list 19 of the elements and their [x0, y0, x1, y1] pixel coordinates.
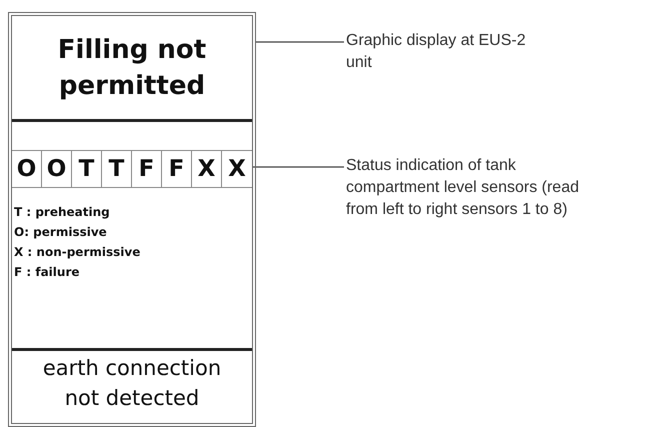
status-cell: X — [192, 151, 222, 187]
status-cell: F — [132, 151, 162, 187]
callout-text: Graphic display at EUS-2 unit — [346, 31, 526, 73]
status-cell: F — [162, 151, 192, 187]
status-cell: T — [102, 151, 132, 187]
status-key-entry: T : preheating — [14, 204, 111, 221]
status-key-entry: F : failure — [14, 264, 80, 281]
sensor-status-row — [12, 150, 252, 188]
status-cell: O — [12, 151, 42, 187]
display-frame — [8, 12, 256, 427]
status-key-entry: O: permissive — [14, 224, 108, 241]
warning-message: earth connection not detected — [42, 356, 222, 410]
callout-text: Status indication of tank compartment level sensors (read from left to right sensors 1 to 8) — [346, 156, 580, 220]
status-cell-text: X — [227, 155, 247, 184]
status-key-entry: X : non-permissive — [14, 244, 142, 261]
warning-message: Filling not permitted — [56, 34, 208, 102]
leader-line — [252, 166, 344, 168]
status-cell: O — [42, 151, 72, 187]
status-cell: T — [72, 151, 102, 187]
